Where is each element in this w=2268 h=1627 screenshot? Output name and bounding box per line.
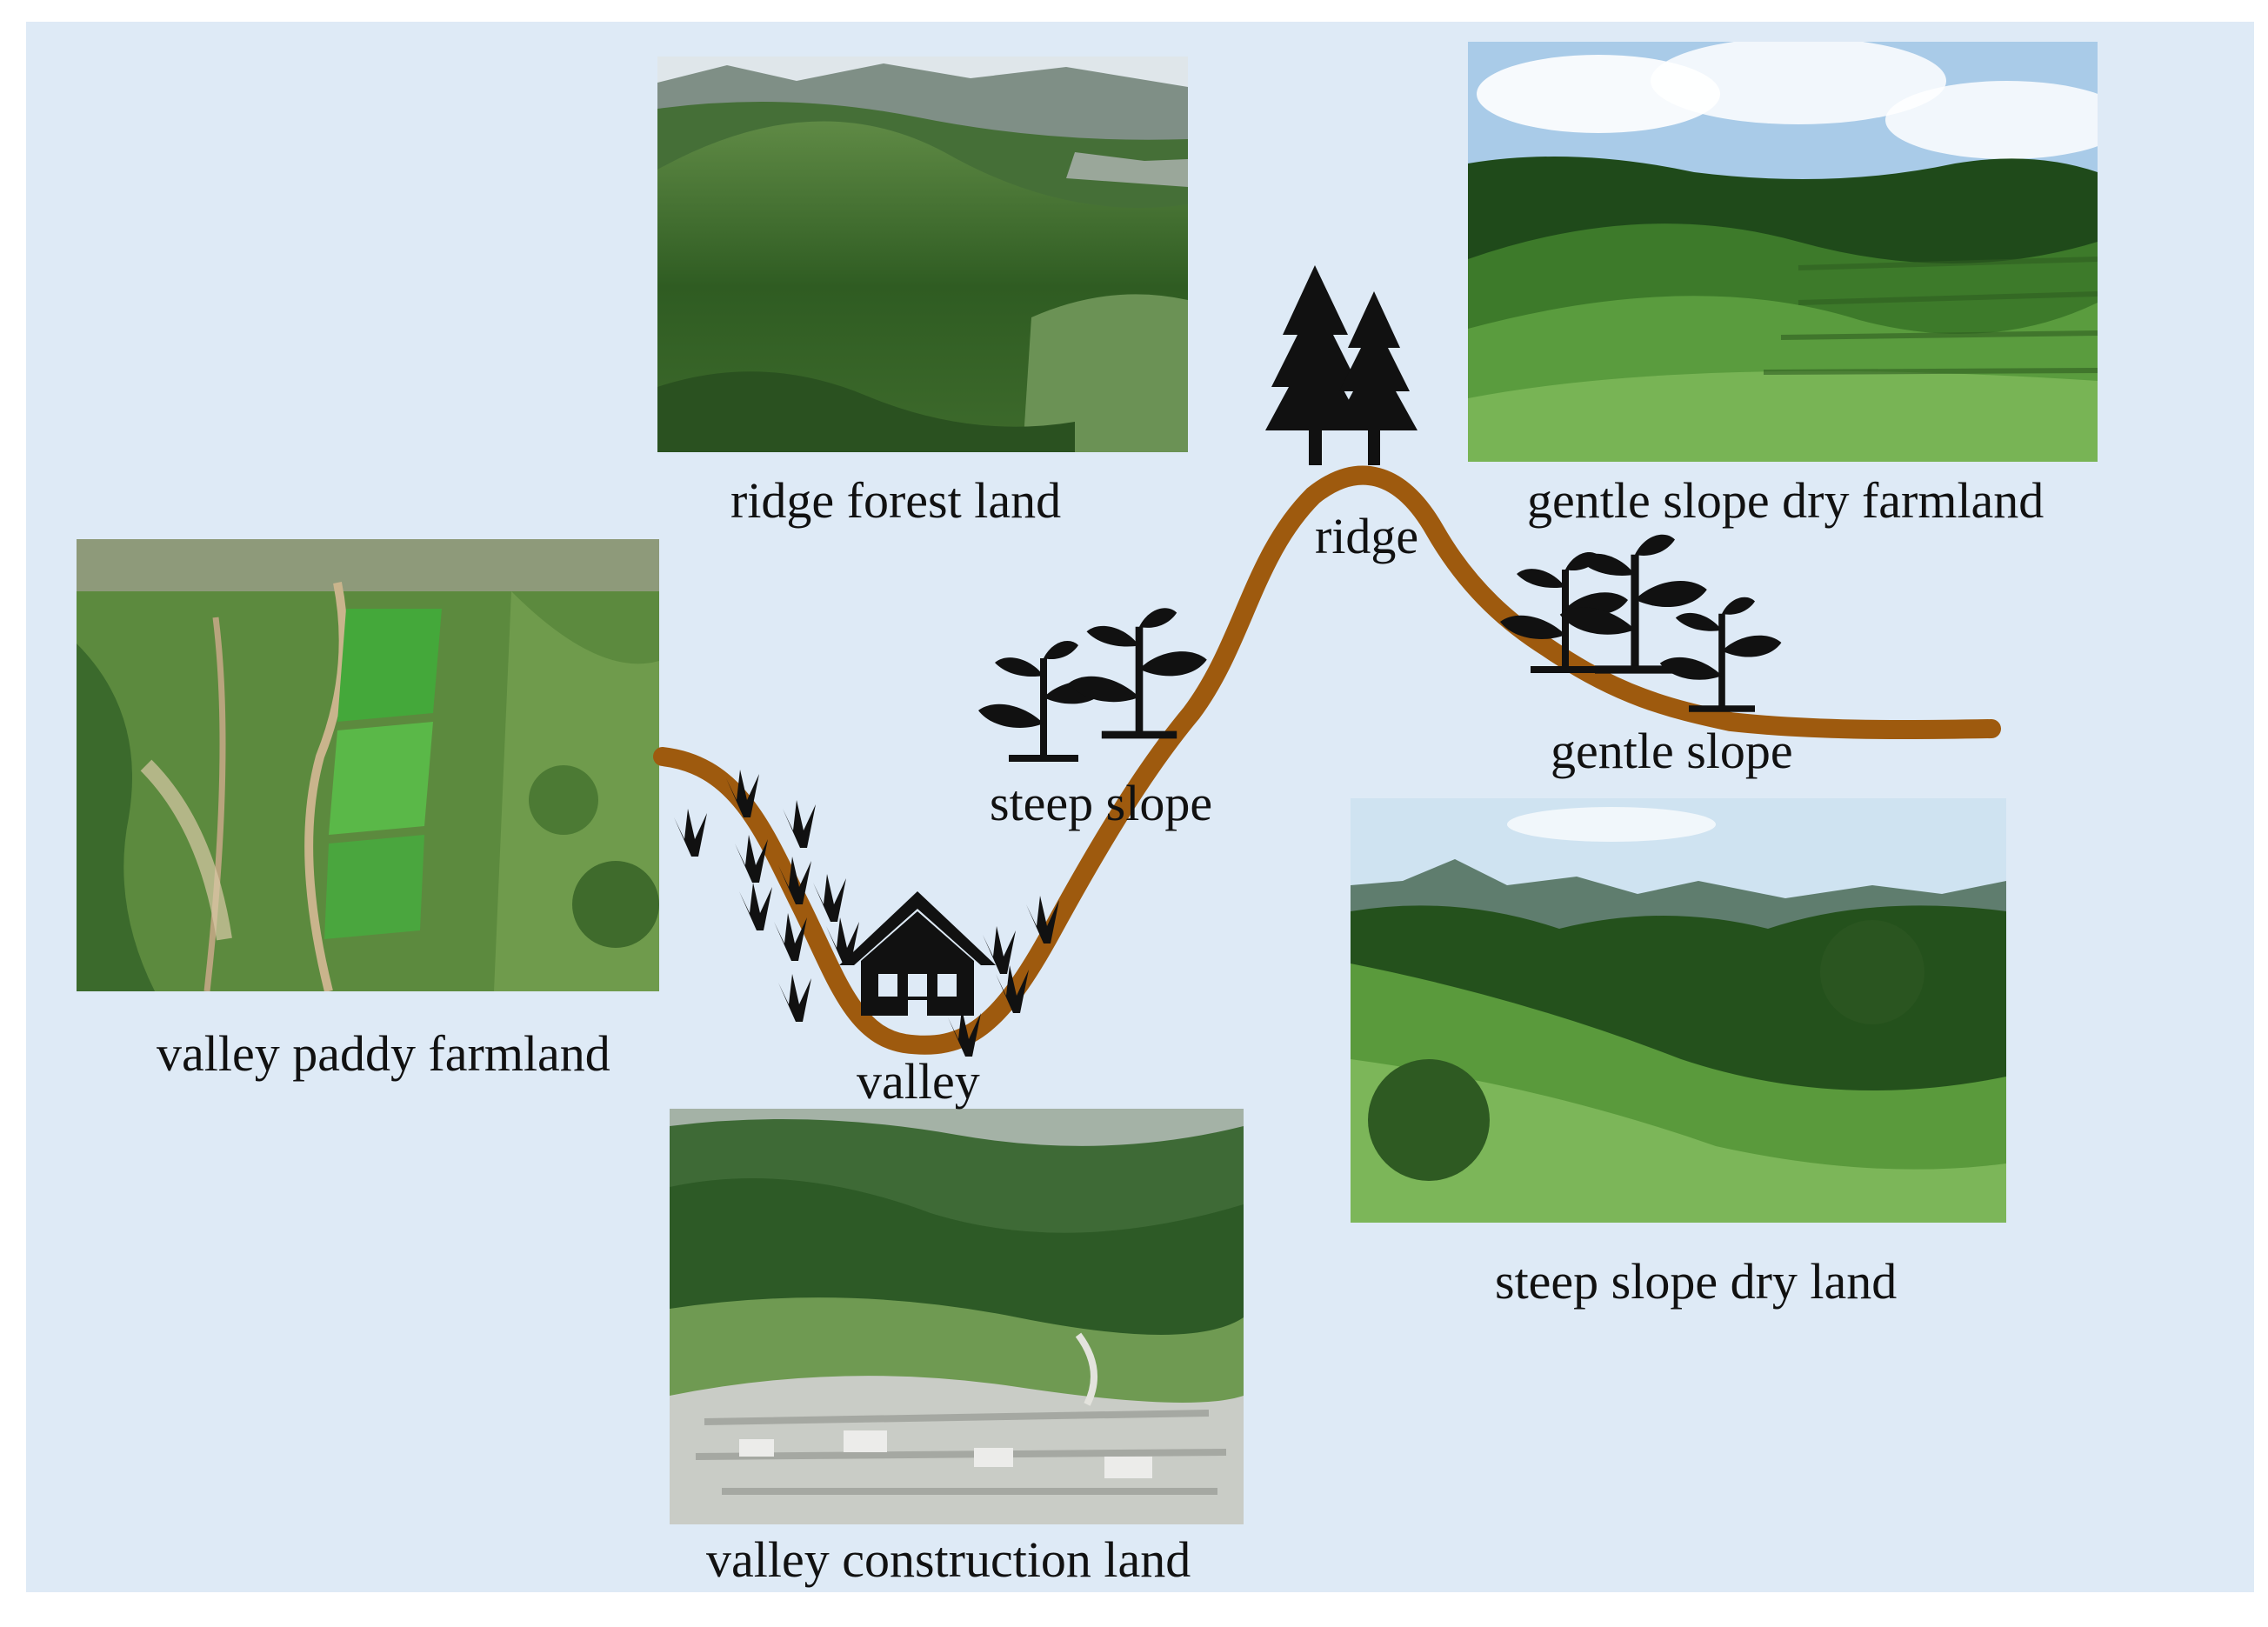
valley-construction-land-caption: valley construction land — [706, 1531, 1191, 1588]
valley-paddy-farmland-caption: valley paddy farmland — [157, 1025, 610, 1082]
gentle-slope-dry-farmland-caption: gentle slope dry farmland — [1527, 472, 2045, 529]
valley-label: valley — [857, 1053, 980, 1110]
ridge-forest-land-caption: ridge forest land — [730, 472, 1062, 529]
valley-paddy-farmland-photo — [77, 539, 659, 991]
valley-construction-land-photo — [670, 1109, 1244, 1524]
ridge-label: ridge — [1315, 508, 1419, 564]
steep-slope-dry-land-caption: steep slope dry land — [1495, 1253, 1898, 1310]
gentle-slope-label: gentle slope — [1551, 723, 1793, 779]
gentle-slope-dry-farmland-photo — [1468, 42, 2098, 462]
steep-slope-label: steep slope — [990, 775, 1213, 831]
steep-slope-dry-land-photo — [1351, 798, 2006, 1223]
ridge-forest-land-photo — [657, 57, 1188, 452]
